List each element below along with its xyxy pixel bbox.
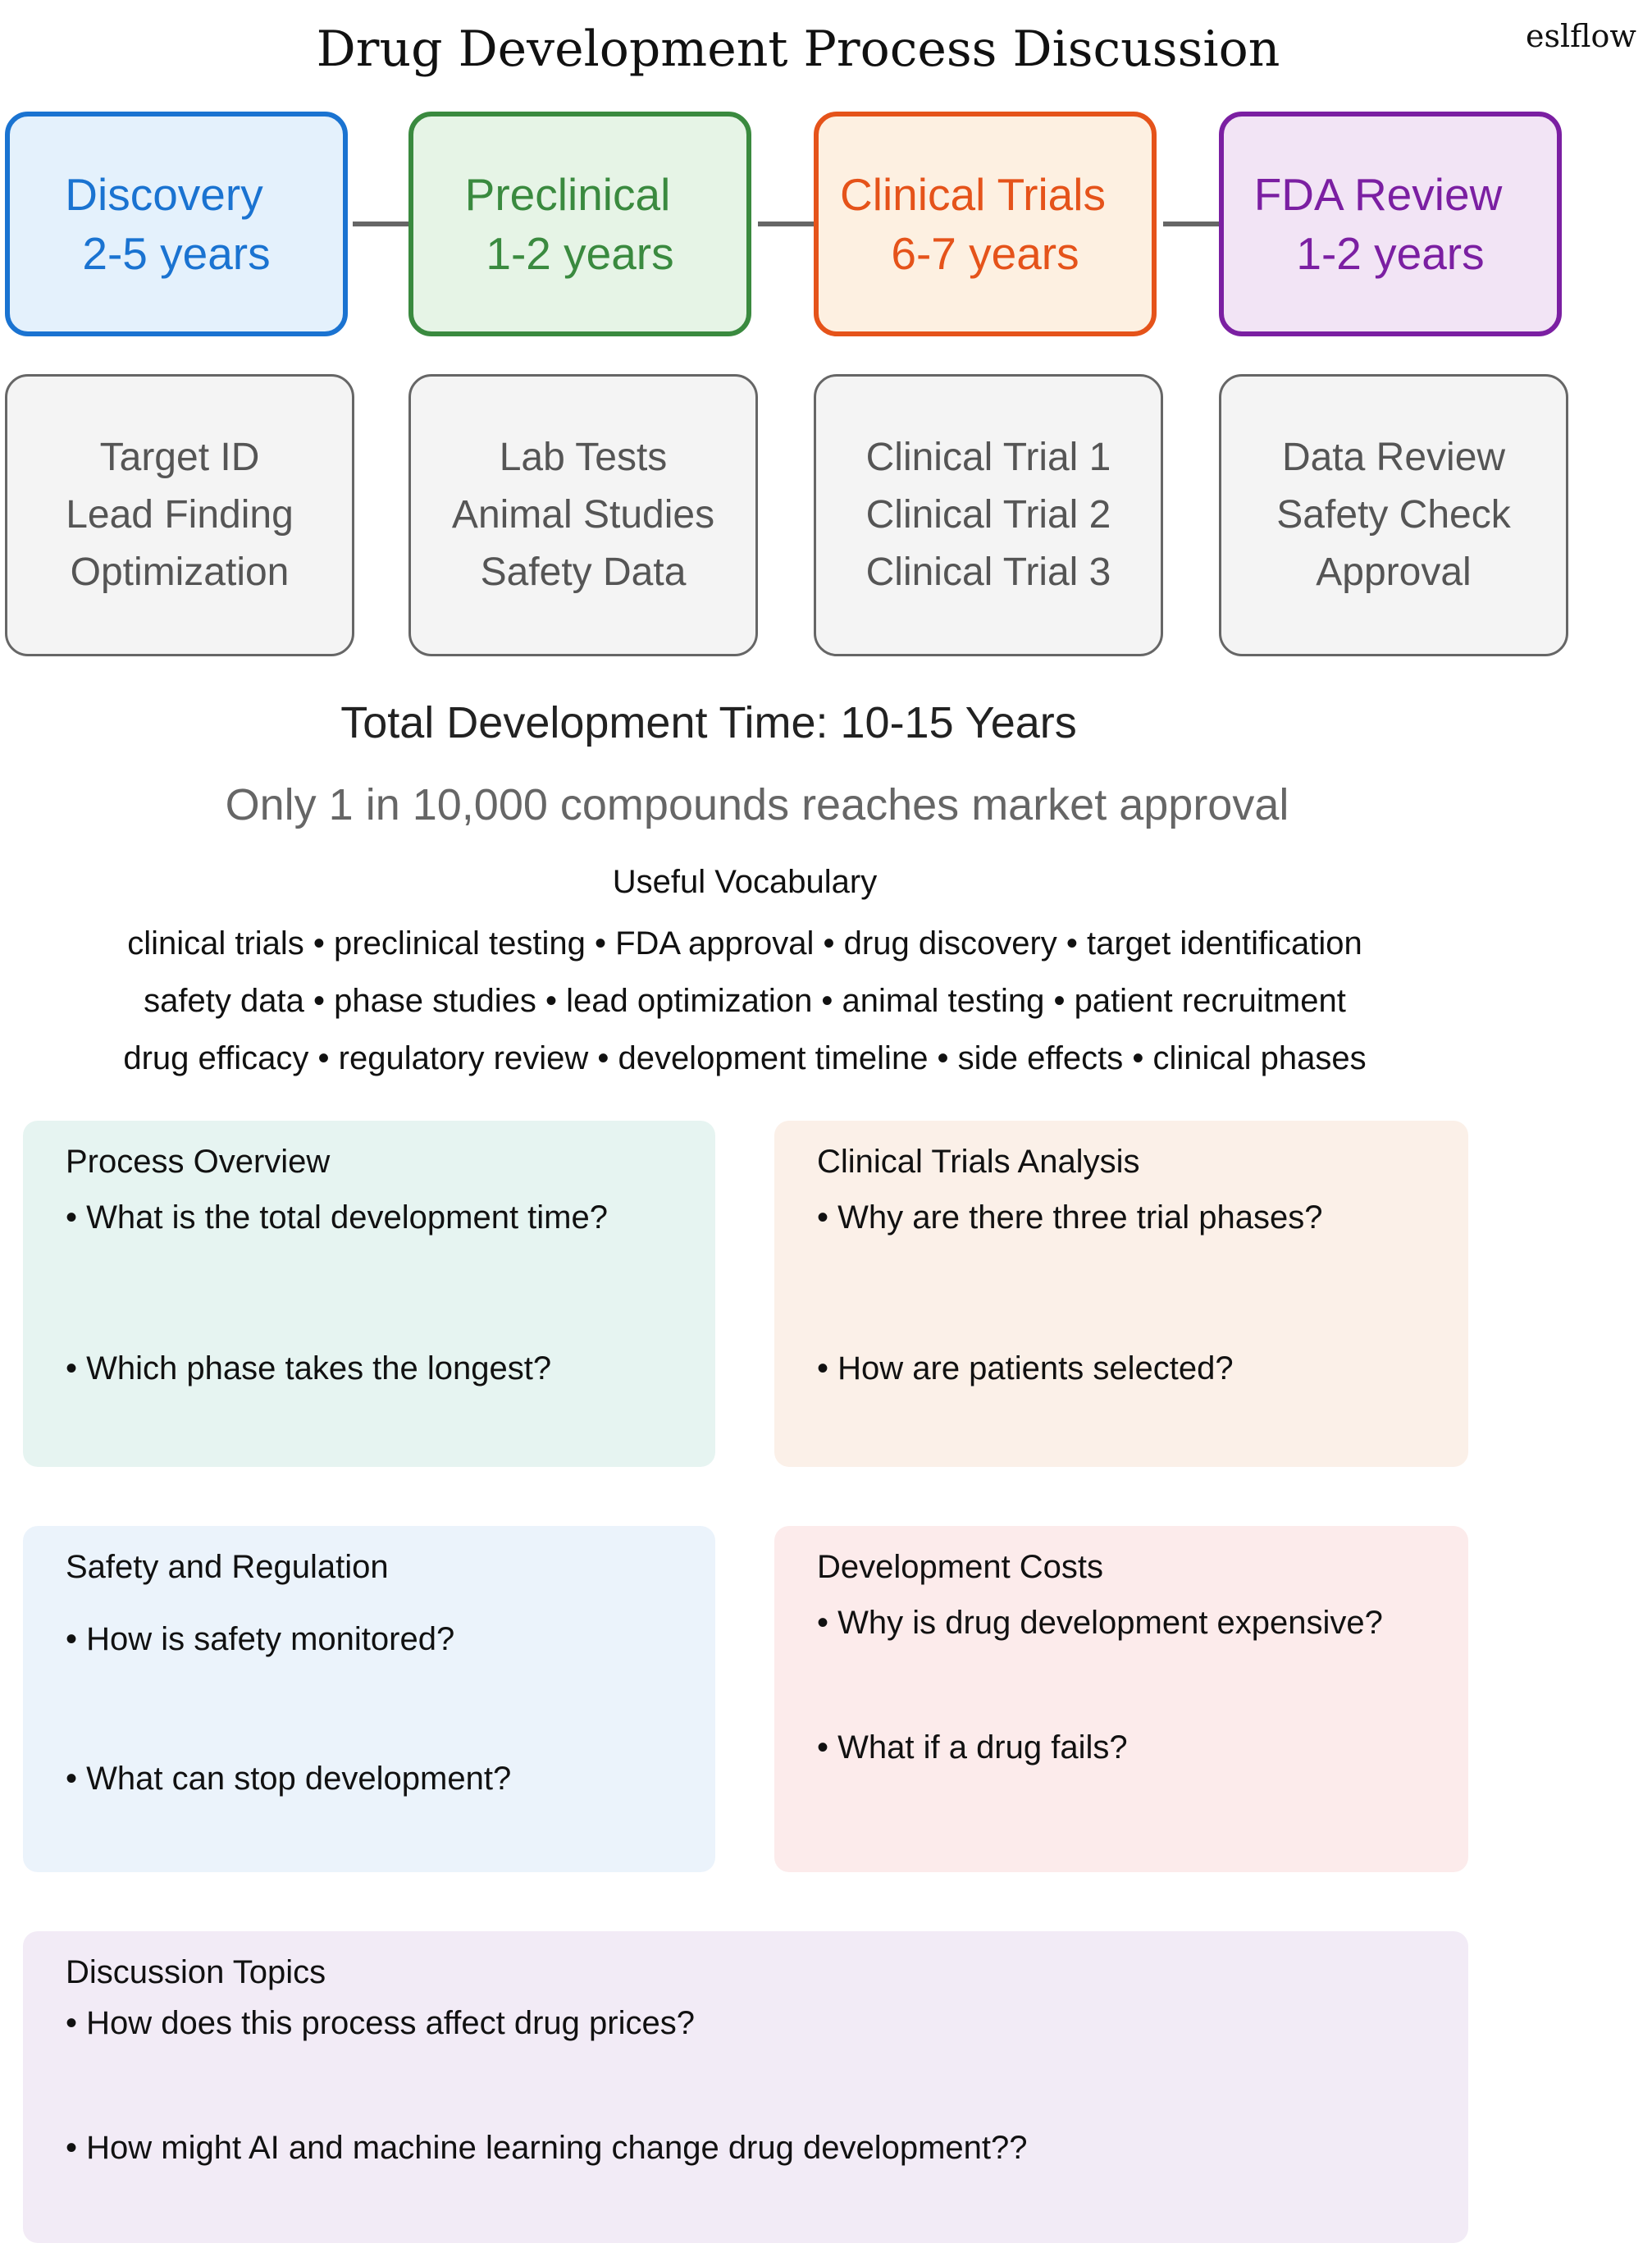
phase-name: Preclinical <box>464 169 671 220</box>
detail-item: Data Review <box>1281 436 1506 479</box>
question-item: • What if a drug fails? <box>817 1729 1128 1766</box>
card-title: Development Costs <box>817 1549 1104 1585</box>
phase-duration: 1-2 years <box>486 228 674 279</box>
detail-item: Safety Data <box>480 550 687 594</box>
vocabulary-title: Useful Vocabulary <box>612 864 878 900</box>
question-item: • How is safety monitored? <box>66 1621 455 1657</box>
phase-box-preclinical: Preclinical 1-2 years <box>408 112 751 336</box>
detail-item: Lab Tests <box>499 436 668 479</box>
question-item: • How are patients selected? <box>817 1350 1234 1386</box>
phase-box-clinical-trials: Clinical Trials 6-7 years <box>814 112 1157 336</box>
detail-item: Clinical Trial 1 <box>865 436 1111 479</box>
card-title: Clinical Trials Analysis <box>817 1144 1140 1180</box>
phase-box-discovery: Discovery 2-5 years <box>5 112 348 336</box>
connector-line <box>353 222 408 226</box>
detail-item: Target ID <box>99 436 260 479</box>
question-item: • Why is drug development expensive? <box>817 1605 1383 1641</box>
detail-item: Clinical Trial 3 <box>865 550 1111 594</box>
card-process-overview: Process Overview • What is the total dev… <box>23 1121 715 1467</box>
question-item: • How might AI and machine learning chan… <box>66 2130 1028 2166</box>
phase-duration: 1-2 years <box>1296 228 1485 279</box>
question-item: • How does this process affect drug pric… <box>66 2005 695 2041</box>
phase-name: FDA Review <box>1253 169 1503 220</box>
detail-box-fda-review: Data Review Safety Check Approval <box>1219 374 1568 656</box>
question-item: • What can stop development? <box>66 1761 512 1797</box>
detail-box-discovery: Target ID Lead Finding Optimization <box>5 374 354 656</box>
phase-duration: 2-5 years <box>82 228 271 279</box>
detail-item: Clinical Trial 2 <box>865 493 1111 537</box>
detail-box-clinical-trials: Clinical Trial 1 Clinical Trial 2 Clinic… <box>814 374 1163 656</box>
detail-item: Approval <box>1316 550 1472 594</box>
phase-duration: 6-7 years <box>891 228 1079 279</box>
vocabulary-line: clinical trials • preclinical testing • … <box>127 925 1362 962</box>
vocabulary-line: drug efficacy • regulatory review • deve… <box>123 1040 1367 1076</box>
phase-name: Discovery <box>65 169 263 220</box>
card-discussion-topics: Discussion Topics • How does this proces… <box>23 1931 1468 2243</box>
approval-rate-text: Only 1 in 10,000 compounds reaches marke… <box>225 780 1289 829</box>
brand-logo: eslflow <box>1526 18 1636 54</box>
question-item: • Which phase takes the longest? <box>66 1350 552 1386</box>
card-safety-regulation: Safety and Regulation • How is safety mo… <box>23 1526 715 1872</box>
connector-line <box>1163 222 1219 226</box>
card-title: Safety and Regulation <box>66 1549 389 1585</box>
question-item: • What is the total development time? <box>66 1199 608 1236</box>
card-clinical-trials-analysis: Clinical Trials Analysis • Why are there… <box>774 1121 1468 1467</box>
total-time-heading: Total Development Time: 10-15 Years <box>340 698 1077 747</box>
phase-box-fda-review: FDA Review 1-2 years <box>1219 112 1562 336</box>
detail-item: Optimization <box>70 550 290 594</box>
connector-line <box>758 222 814 226</box>
card-development-costs: Development Costs • Why is drug developm… <box>774 1526 1468 1872</box>
vocabulary-line: safety data • phase studies • lead optim… <box>144 983 1346 1019</box>
detail-item: Safety Check <box>1276 493 1511 537</box>
phase-name: Clinical Trials <box>840 169 1106 220</box>
detail-box-preclinical: Lab Tests Animal Studies Safety Data <box>408 374 758 656</box>
card-title: Process Overview <box>66 1144 331 1180</box>
detail-item: Lead Finding <box>66 493 294 537</box>
page-title: Drug Development Process Discussion <box>316 21 1280 78</box>
question-item: • Why are there three trial phases? <box>817 1199 1323 1236</box>
card-title: Discussion Topics <box>66 1954 326 1990</box>
detail-item: Animal Studies <box>451 493 715 537</box>
